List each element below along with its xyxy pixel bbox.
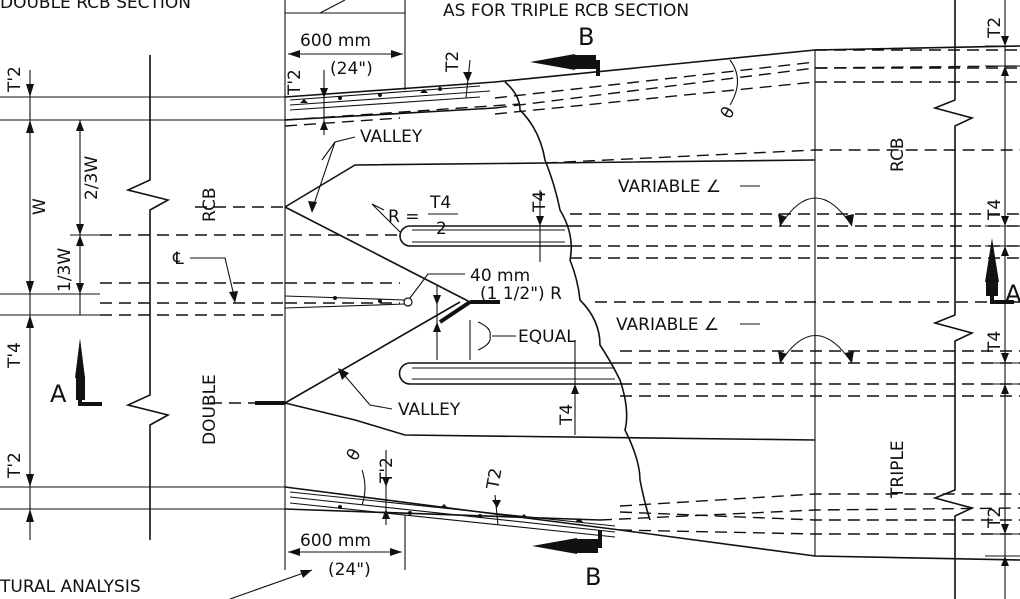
dim-600mm-top-label: 600 mm xyxy=(300,31,371,51)
dim-600mm-bottom xyxy=(229,515,406,599)
equal-dimension xyxy=(433,285,516,360)
radius-r-label: R = xyxy=(388,207,419,227)
section-b-bottom-label: B xyxy=(585,563,601,591)
label-t4-right-top: T4 xyxy=(985,199,1005,221)
double-rcb-section-title: DOUBLE RCB SECTION xyxy=(0,0,191,13)
section-b-bottom-marker xyxy=(532,530,602,554)
dim-1-5in-r-label: (1 1/2") R xyxy=(480,284,562,304)
lower-interior-wall xyxy=(398,301,1020,397)
label-theta-bottom: θ xyxy=(343,445,366,464)
dim-40mm-label: 40 mm xyxy=(470,266,530,286)
label-variable-bottom: VARIABLE ∠ xyxy=(616,315,719,335)
label-t2-right-bottom: T2 xyxy=(985,507,1005,529)
section-a-right-label: A xyxy=(1005,280,1020,308)
label-t2-prime-top: T'2 xyxy=(5,66,25,93)
label-t2-prime-inner-top: T'2 xyxy=(285,69,305,96)
label-t2-prime-bottom: T'2 xyxy=(5,452,25,479)
label-two-thirds-w: 2/3W xyxy=(82,156,102,200)
dim-24in-bottom-label: (24") xyxy=(328,560,371,580)
radius-t4-label: T4 xyxy=(429,193,451,213)
label-t4-right-mid: T4 xyxy=(985,331,1005,353)
left-dimension-lines xyxy=(0,55,285,540)
section-a-left-marker xyxy=(75,338,102,406)
label-t2-prime-inner-bottom: T'2 xyxy=(377,457,397,484)
structural-analysis-label: TURAL ANALYSIS xyxy=(0,577,141,597)
label-equal: EQUAL xyxy=(518,327,576,347)
section-b-top-label: B xyxy=(578,23,594,51)
section-a-left-label: A xyxy=(50,380,67,408)
label-t2-top-wall: T2 xyxy=(443,51,463,73)
label-one-third-w: 1/3W xyxy=(55,248,75,292)
dim-600mm-bottom-label: 600 mm xyxy=(300,531,371,551)
label-theta-top: θ xyxy=(717,103,740,122)
label-double-left: DOUBLE xyxy=(200,374,220,445)
dim-24in-top-label: (24") xyxy=(330,59,373,79)
label-valley-top: VALLEY xyxy=(360,127,423,147)
radius-2-label: 2 xyxy=(436,219,447,239)
as-for-triple-title: AS FOR TRIPLE RCB SECTION xyxy=(443,1,689,21)
label-variable-top: VARIABLE ∠ xyxy=(618,177,721,197)
wavy-break-line xyxy=(504,81,651,521)
bottom-wall xyxy=(284,486,1020,561)
dim-600mm-top xyxy=(284,0,406,570)
label-t4-prime: T'4 xyxy=(5,342,25,369)
top-wall xyxy=(284,45,1020,127)
label-rcb-right: RCB xyxy=(888,138,908,173)
right-break-line xyxy=(932,0,975,599)
label-t4-mid-bottom: T4 xyxy=(557,404,577,426)
label-t2-right-top: T2 xyxy=(985,17,1005,39)
centerline-label: ℄ xyxy=(172,249,184,269)
section-a-right-marker xyxy=(985,238,1014,304)
label-w: W xyxy=(30,198,50,215)
label-t2-bottom-wall: T2 xyxy=(483,467,507,492)
label-triple-right: TRIPLE xyxy=(888,440,908,499)
label-rcb-left: RCB xyxy=(200,188,220,223)
label-valley-bottom: VALLEY xyxy=(398,400,461,420)
right-dimension-lines xyxy=(985,0,1020,599)
upper-interior-wall xyxy=(399,213,1020,259)
